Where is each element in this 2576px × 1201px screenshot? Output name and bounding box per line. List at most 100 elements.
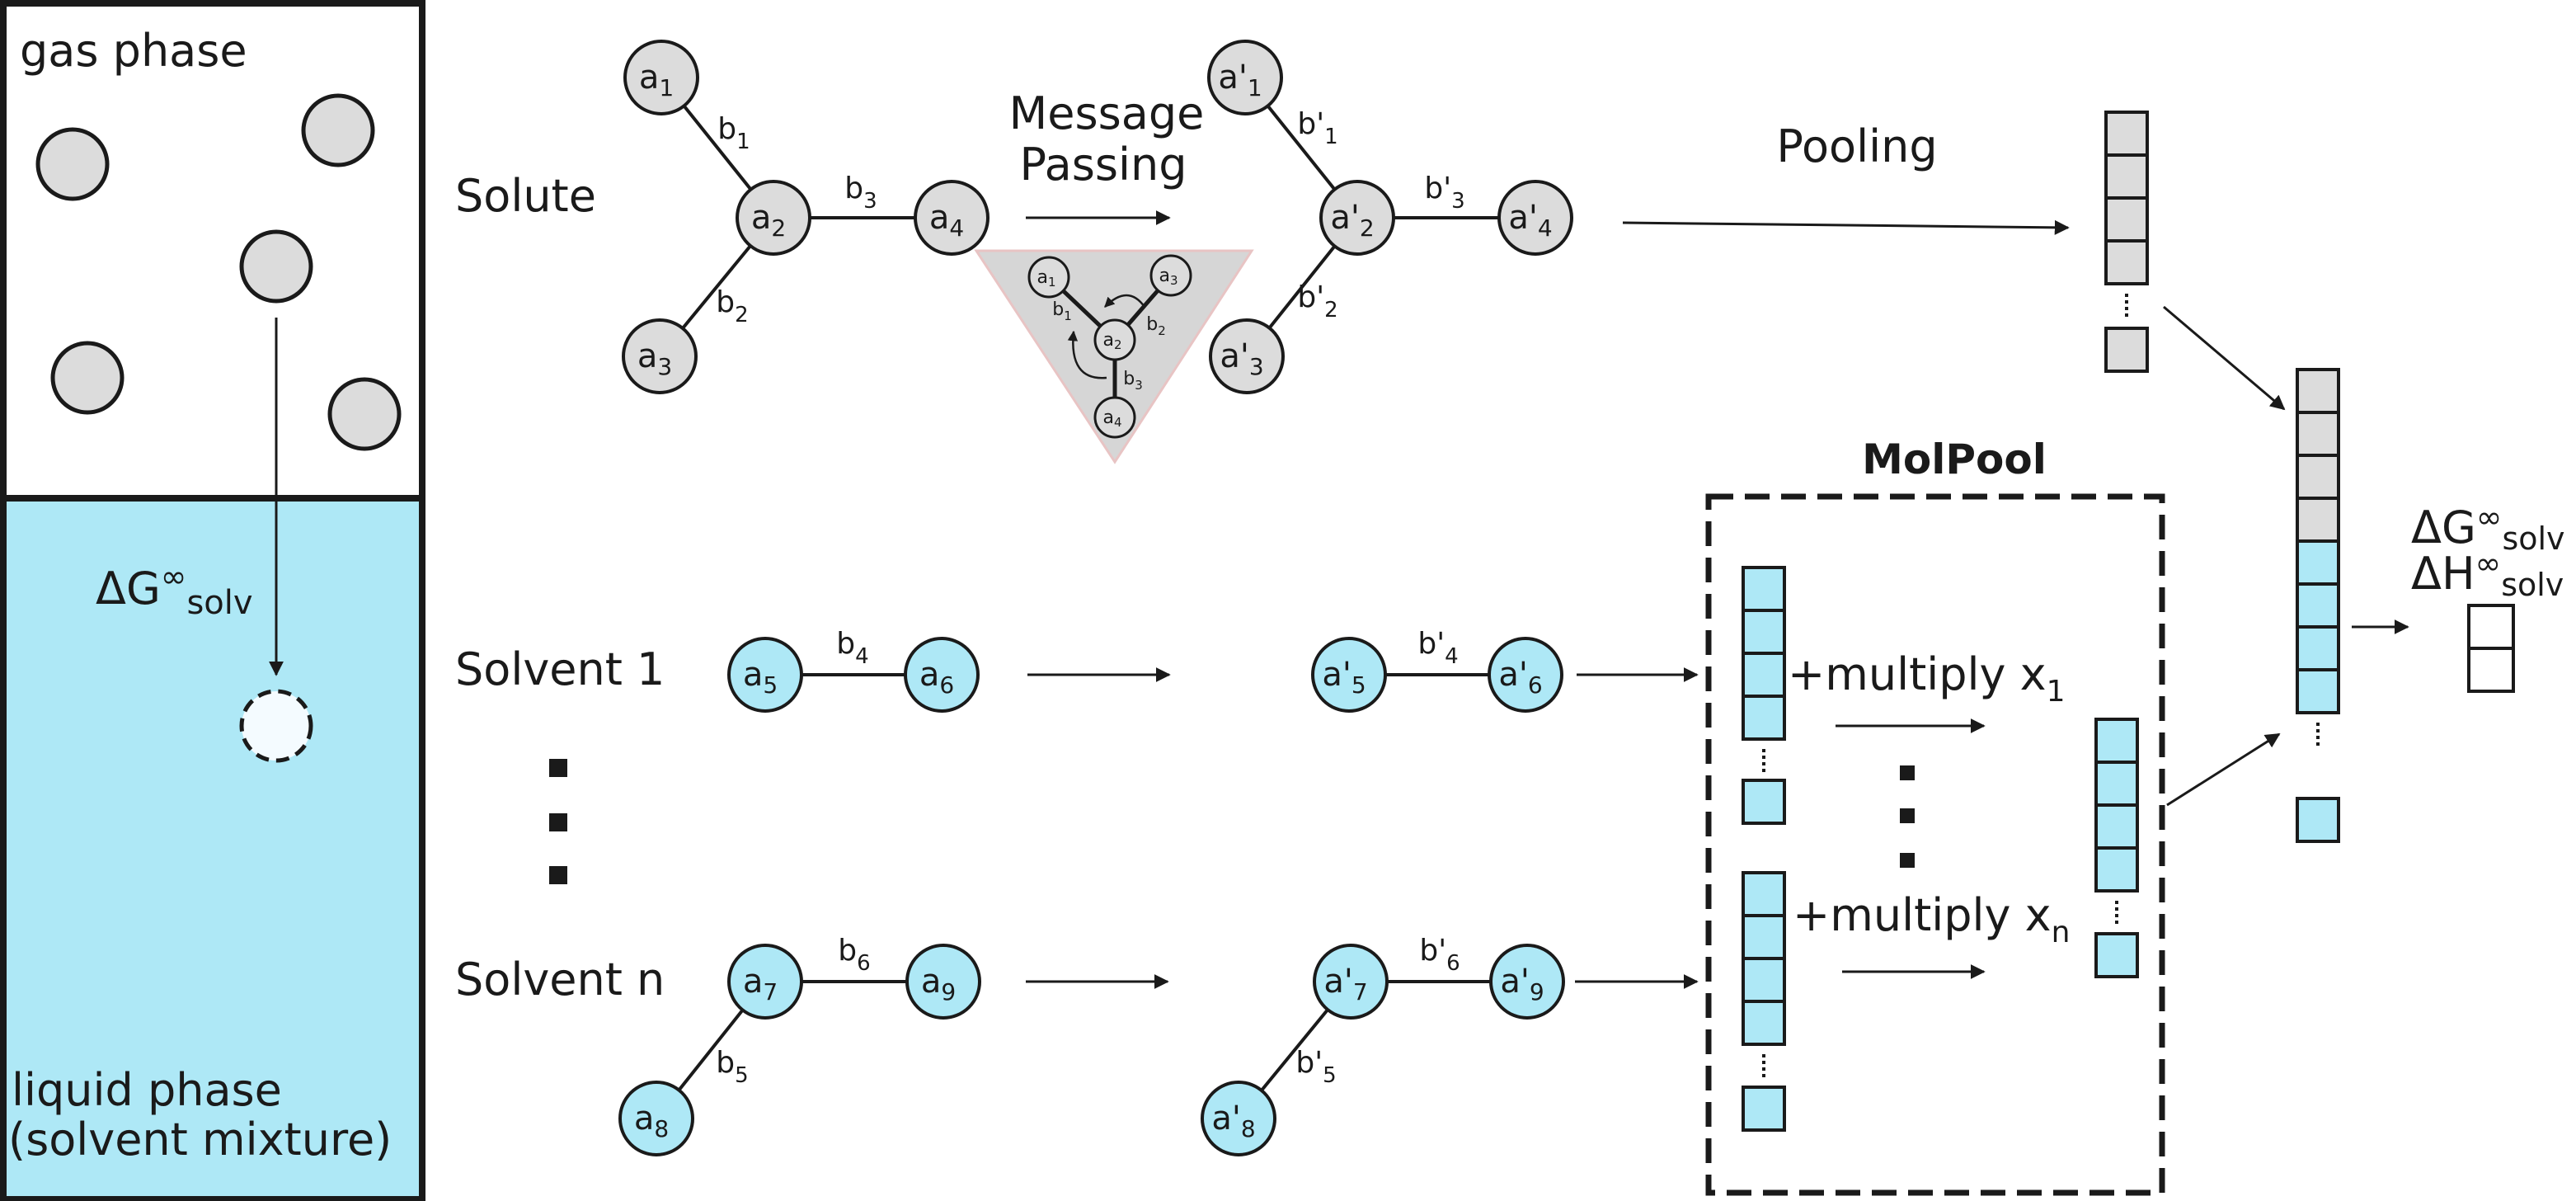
gas-molecule [327,377,402,451]
vector-cell [2296,582,2340,629]
vector-cell [2296,497,2340,543]
gas-phase-label: gas phase [20,25,247,77]
bond-label: b'5 [1295,1046,1336,1088]
atom-label: a2 [751,199,786,242]
solvated-molecule [239,689,313,763]
liquid-phase-label: liquid phase [12,1064,282,1116]
vector-cell [2296,368,2340,414]
vector-ellipsis-dot [1762,769,1765,772]
vector-cell [2296,411,2340,457]
output-cell-dh [2467,647,2515,693]
vector-ellipsis-dot [2316,742,2320,746]
vector-cell [2094,803,2139,850]
atom-node [622,318,698,394]
atom-label: a4 [929,199,964,242]
vector-ellipsis-dot [2316,736,2320,739]
bond-label: b'2 [1297,280,1337,323]
bond-label: b1 [1052,299,1072,323]
vector-cell [2104,111,2149,157]
ellipsis-dot [549,866,567,884]
solvent-n-embedding-vector [1742,871,1786,1132]
atom-label: a3 [1159,266,1178,289]
bond-label: b1 [717,112,750,154]
atom-node [623,40,699,115]
vector-ellipsis-dot [1762,762,1765,765]
vector-ellipsis-dot [1762,749,1765,752]
inset-message-arrow [1067,330,1107,379]
gas-molecule [50,341,125,415]
vector-ellipsis-dot [1762,1067,1765,1071]
bond-label: b4 [836,627,868,669]
atom-label: a3 [637,337,672,380]
atom-label: a'8 [1211,1100,1255,1142]
atom-label: a2 [1102,330,1121,353]
vector-cell [1742,1086,1786,1132]
atom-label: a'3 [1220,337,1263,380]
vector-cell [1742,871,1786,917]
vector-cell [2296,454,2340,500]
output-cell-dg [2467,604,2515,650]
atom-node [736,180,811,256]
atom-label: a'1 [1218,59,1262,101]
vector-ellipsis-dot [2316,729,2320,732]
solvent-n-graph-updated: a'7a'8a'9b'5b'6 [1201,934,1565,1156]
vector-cell [1742,779,1786,825]
solvent-mixture-vector [2094,718,2139,978]
atom-node [1201,1081,1276,1156]
atom-node [1497,180,1573,256]
atom-node [1489,944,1565,1020]
atom-label: a7 [743,963,778,1006]
bond-label: b5 [716,1046,748,1088]
atom-label: a'4 [1508,199,1552,242]
ellipsis-dot [1900,808,1915,823]
vector-cell [1742,652,1786,698]
vertical-ellipsis [549,759,567,884]
vector-cell [2094,718,2139,764]
atom-node [1207,40,1283,115]
bond-label: b'6 [1419,934,1460,976]
atom-node [727,944,803,1020]
atom-node [1311,637,1387,713]
vector-cell [2094,932,2139,978]
atom-node [1093,318,1136,361]
bond-label: b3 [844,172,877,214]
atom-label: a'5 [1322,656,1366,699]
atom-node [1319,180,1395,256]
vector-ellipsis-dot [1762,1054,1765,1057]
vector-cell [1742,1000,1786,1046]
ellipsis-dot [549,759,567,777]
atom-label: a6 [919,656,954,699]
solvation-energy-label: ΔG∞solv [96,558,253,622]
bond-label: b'4 [1417,627,1458,669]
bond-label: b3 [1123,369,1143,393]
vector-cell [2104,196,2149,243]
atom-label: a'9 [1500,963,1544,1006]
vector-cell [2094,761,2139,807]
output-dg-label: ΔG∞solv [2411,499,2565,557]
message-passing-label: Message [1009,87,1205,139]
gas-molecule [301,93,375,167]
vector-ellipsis-dot [2115,907,2118,911]
atom-node [1488,637,1563,713]
vector-cell [2296,797,2340,843]
vector-ellipsis-dot [2125,294,2128,297]
vector-cell [2104,327,2149,373]
vector-cell [1742,566,1786,612]
atom-label: a9 [921,963,956,1006]
ellipsis-dot [1900,853,1915,868]
liquid-phase-box [0,495,425,1201]
vector-cell [2104,153,2149,200]
vector-cell [2296,539,2340,586]
feature-vectors [1742,111,2340,1132]
row-label-solvent-1: Solvent 1 [455,643,665,695]
atom-label: a8 [634,1100,669,1142]
atom-node [727,637,803,713]
vector-cell [2296,668,2340,714]
pooling-label: Pooling [1776,120,1937,172]
vector-ellipsis-dot [2115,901,2118,904]
